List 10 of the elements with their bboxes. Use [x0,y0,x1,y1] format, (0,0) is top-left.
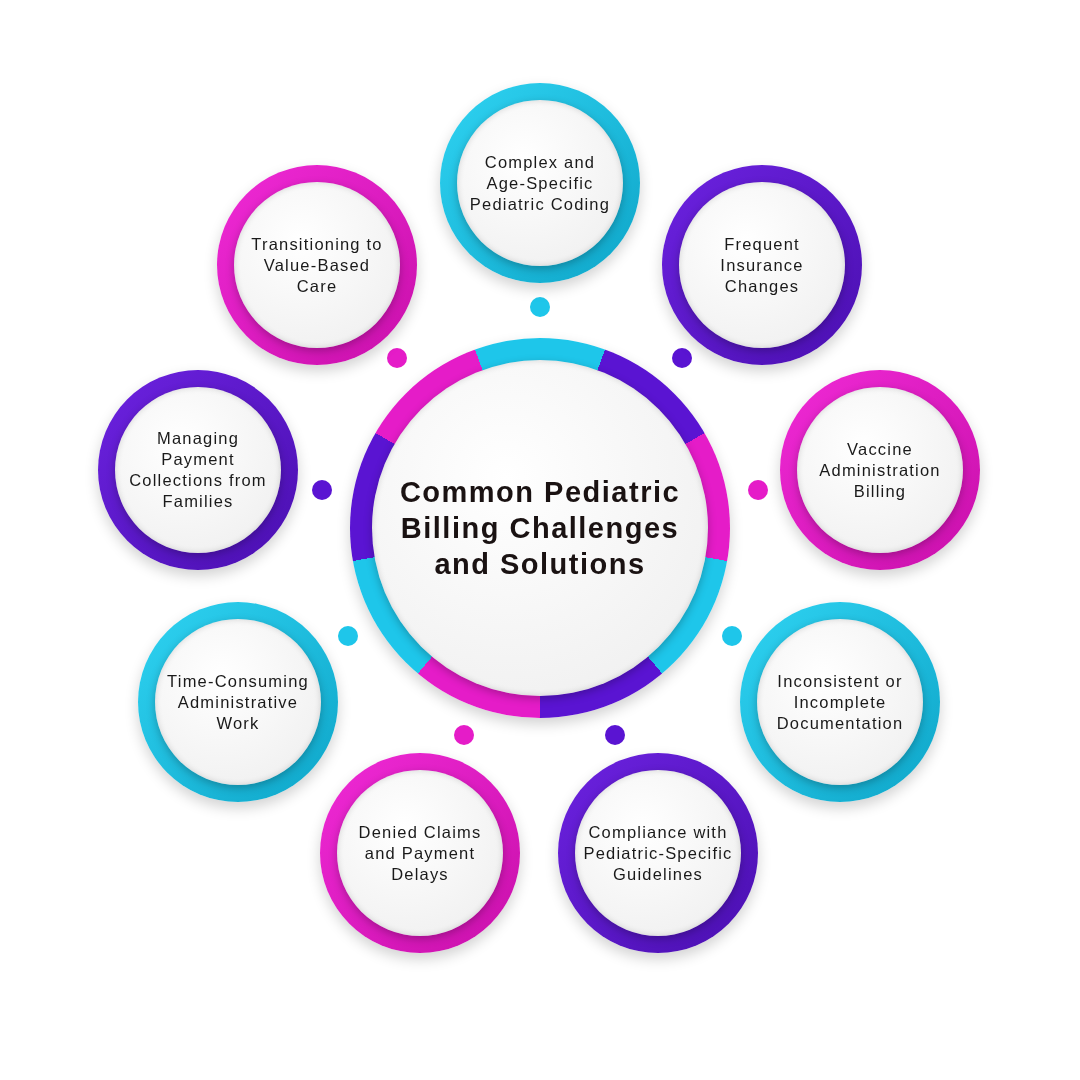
challenge-label: Frequent Insurance Changes [719,233,805,297]
challenge-label: Complex and Age-Specific Pediatric Coding [468,151,612,215]
challenge-label: Transitioning to Value-Based Care [250,233,384,297]
challenge-label: Time-Consuming Administrative Work [166,670,310,734]
challenge-label: Inconsistent or Incomplete Documentation [775,670,905,734]
center-title: Common Pediatric Billing Challenges and Solutions [398,475,682,582]
challenge-label: Compliance with Pediatric-Specific Guidelines [582,821,734,885]
challenge-label: Denied Claims and Payment Delays [357,821,483,885]
challenge-label: Vaccine Administration Billing [818,438,942,502]
challenge-label: Managing Payment Collections from Families [128,428,268,512]
